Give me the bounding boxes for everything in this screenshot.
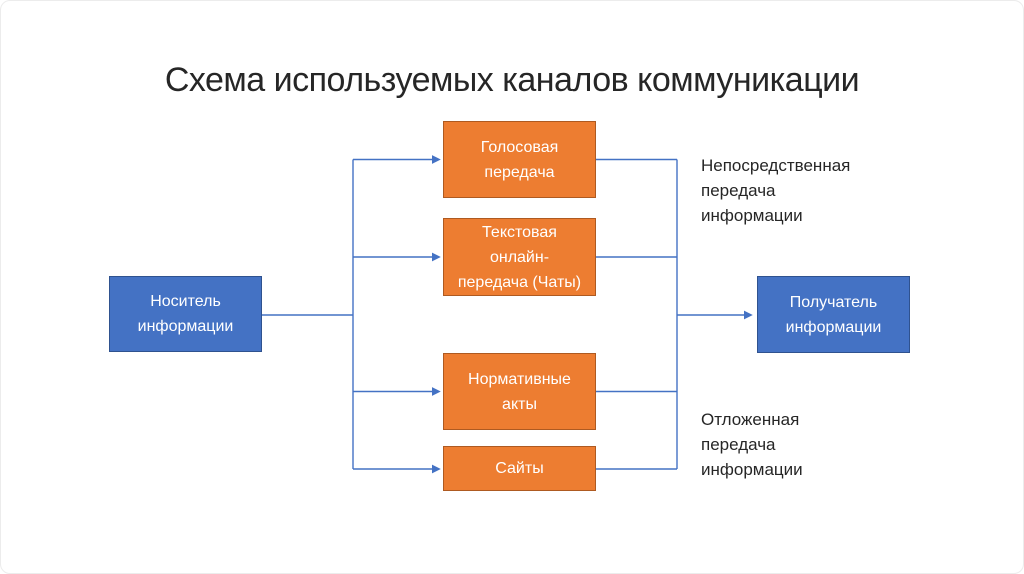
annotation-direct-transfer: Непосредственная передача информации xyxy=(701,156,851,225)
receiver-node-information-recipient: Получатель информации xyxy=(757,276,910,353)
annotation-delayed-transfer: Отложенная передача информации xyxy=(701,410,803,479)
channel-node-normative-acts: Нормативные акты xyxy=(443,353,596,430)
slide-title: Схема используемых каналов коммуникации xyxy=(164,61,860,99)
channel-node-text-online-chats: Текстовая онлайн- передача (Чаты) xyxy=(443,218,596,296)
channel-node-voice-transfer: Голосовая передача xyxy=(443,121,596,198)
source-node-information-carrier: Носитель информации xyxy=(109,276,262,352)
channel-node-sites: Сайты xyxy=(443,446,596,491)
